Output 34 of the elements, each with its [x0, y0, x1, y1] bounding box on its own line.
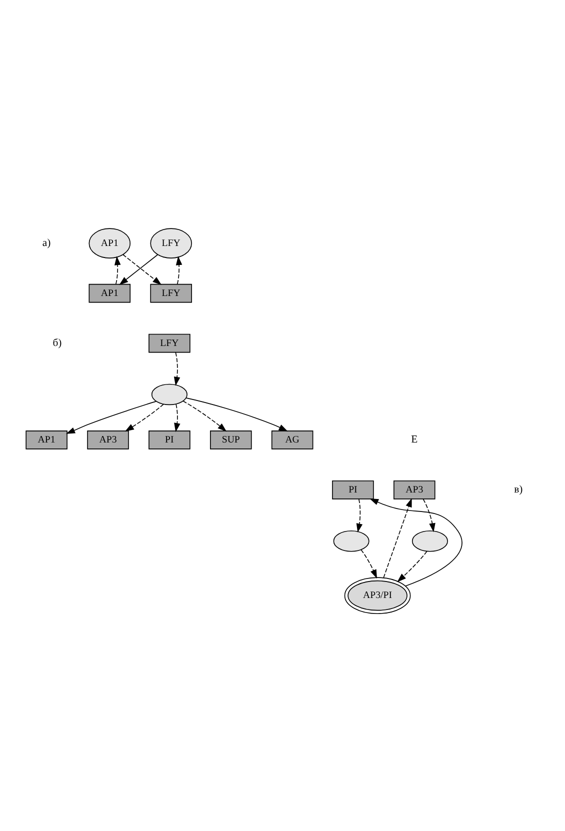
arrow — [182, 400, 227, 432]
node-ellipse: AP1 — [88, 228, 131, 258]
arrow — [174, 352, 180, 386]
node-box: AP3 — [87, 430, 129, 450]
arrow — [383, 498, 412, 578]
node-ellipse — [412, 530, 448, 552]
arrow — [370, 498, 462, 586]
node-box: AP3 — [394, 480, 436, 500]
node-box: PI — [332, 480, 374, 500]
node-box: PI — [148, 430, 190, 450]
arrow — [114, 256, 121, 284]
arrow — [422, 498, 436, 532]
node-box: AP1 — [88, 284, 131, 303]
arrow — [66, 400, 157, 434]
node-box: LFY — [148, 334, 190, 353]
arrow — [397, 550, 428, 582]
label: в) — [514, 484, 523, 496]
node-box: SUP — [210, 430, 252, 450]
node-ellipse — [151, 384, 188, 406]
node-ellipse — [333, 530, 370, 552]
node-ellipse: LFY — [150, 228, 192, 258]
node-box: LFY — [150, 284, 192, 303]
label: a) — [42, 238, 51, 250]
label: б) — [52, 338, 62, 350]
arrow — [186, 398, 288, 432]
arrow — [124, 404, 164, 432]
node-box: AG — [271, 430, 314, 450]
label: E — [411, 434, 418, 446]
node-ellipse: AP3/PI — [344, 577, 411, 614]
node-box: AP1 — [26, 430, 68, 450]
arrow — [356, 498, 363, 533]
arrow — [174, 404, 180, 432]
arrow — [176, 256, 182, 284]
arrow — [360, 549, 378, 579]
